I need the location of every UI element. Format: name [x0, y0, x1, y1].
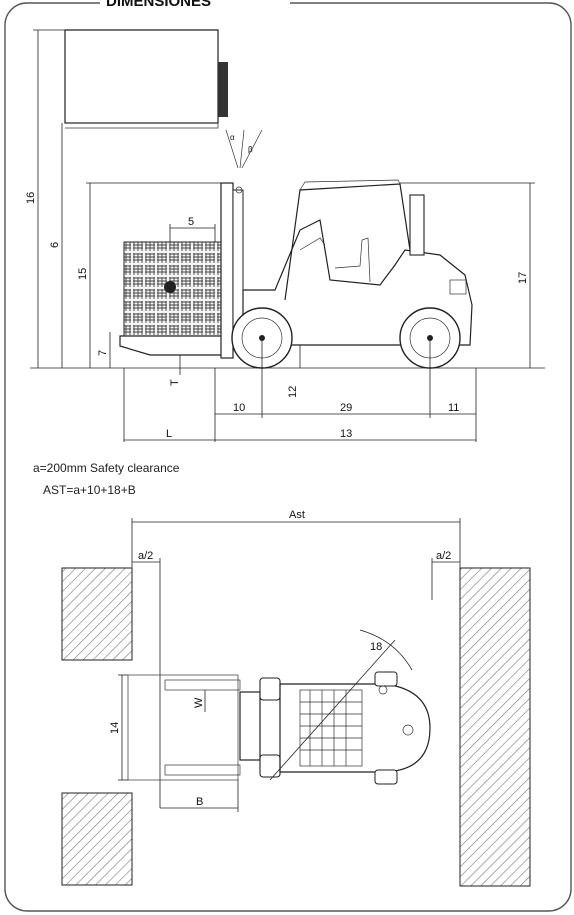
steering-wheel: [299, 237, 326, 251]
dim-12-label: 12: [287, 386, 299, 398]
safety-clearance-note: a=200mm Safety clearance: [33, 461, 180, 475]
raised-mast: [64, 29, 219, 124]
dim-b-label: B: [196, 796, 203, 808]
ast-formula-note: AST=a+10+18+B: [43, 483, 136, 497]
dim-18-label: 18: [370, 641, 382, 653]
dim-7-label: 7: [97, 350, 109, 356]
beta-angle-label: β: [248, 145, 253, 154]
rack-right: [459, 567, 531, 887]
dim-6-label: 6: [49, 242, 61, 248]
fork-top-upper: [164, 679, 241, 691]
seat: [334, 237, 371, 283]
dim-15-label: 15: [77, 268, 89, 280]
exhaust-pipe: [409, 194, 425, 256]
fork-top-lower: [164, 764, 241, 776]
dim-14-label: 14: [109, 722, 121, 734]
a-half-left-label: a/2: [138, 550, 153, 562]
a-half-right-label: a/2: [436, 550, 451, 562]
dim-11-label: 11: [448, 402, 459, 414]
truck-top-view: [239, 671, 431, 785]
top-view: Ast a/2 a/2 14 B W: [61, 509, 531, 887]
dim-29-label: 29: [340, 402, 352, 414]
rack-left-upper: [61, 567, 133, 661]
raised-carriage: [218, 62, 228, 117]
dim-16-label: 16: [25, 192, 37, 204]
rack-left-lower: [61, 792, 133, 886]
top-load-outline: [127, 674, 239, 781]
overhead-guard: [284, 183, 411, 301]
side-view: 16 6 15 7 α β 5 T: [25, 29, 545, 442]
page-title: DIMENSIONES: [106, 0, 211, 10]
dim-17-label: 17: [517, 272, 529, 284]
fork-width-label: W: [193, 697, 205, 708]
fork-thickness-label: T: [169, 379, 181, 386]
load-center-mark: [164, 281, 176, 293]
dim-5-label: 5: [188, 216, 194, 228]
mast: [220, 182, 234, 359]
dim-13-label: 13: [340, 428, 352, 440]
ast-label: Ast: [289, 509, 305, 521]
truck-body: [242, 219, 473, 346]
dim-l-label: L: [166, 428, 172, 440]
fork: [119, 335, 223, 356]
dim-10-label: 10: [233, 402, 245, 414]
alpha-angle-label: α: [230, 133, 235, 142]
